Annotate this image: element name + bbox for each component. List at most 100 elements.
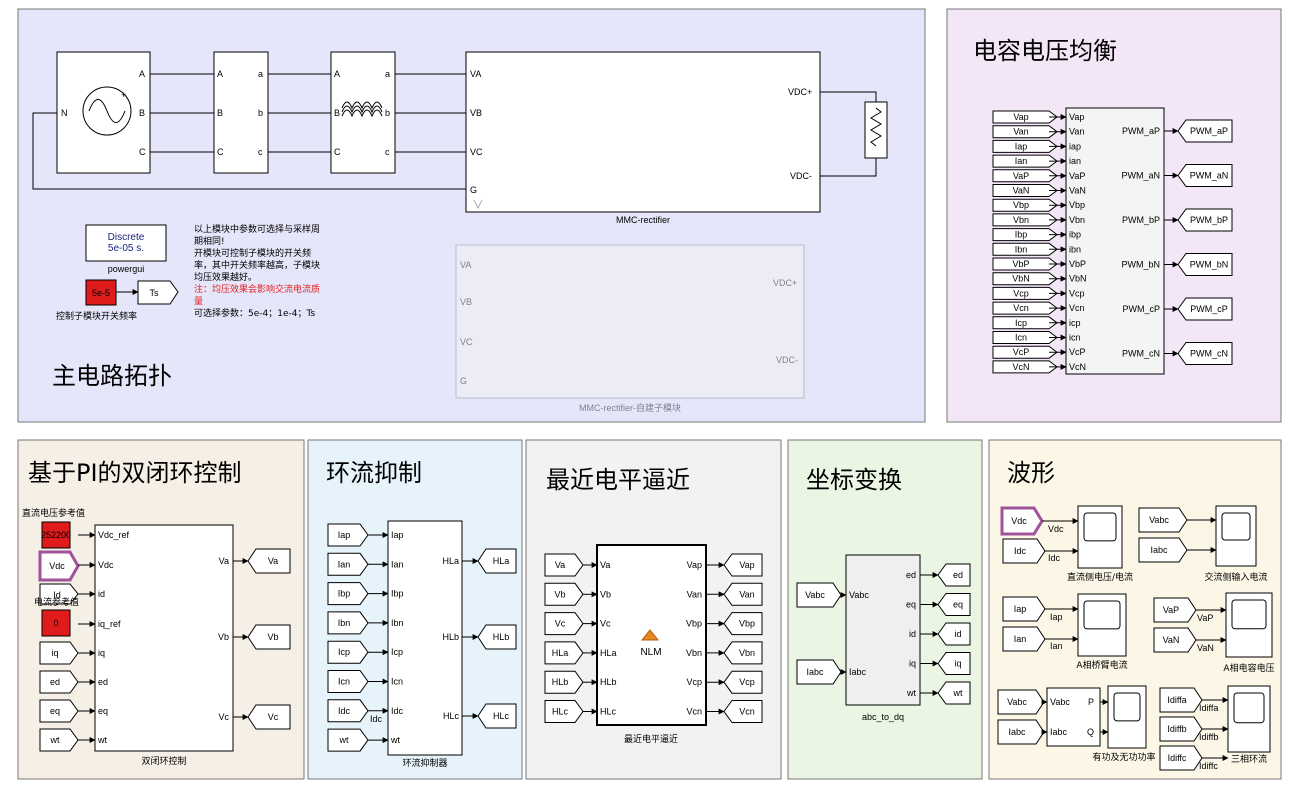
from-tag-vap[interactable] [992,110,1058,124]
from-tag-iq[interactable] [39,641,79,665]
from-tag-vap-wave[interactable] [1153,597,1197,623]
from-tag-wt[interactable] [327,728,369,752]
from-tag-ibn[interactable] [327,611,369,635]
goto-tag-van[interactable] [723,582,763,606]
dc-load-resistor[interactable] [864,101,888,159]
goto-tag-pwm_bp[interactable] [1177,208,1233,232]
switch-freq-constant[interactable]: 5e-5 Ts 控制子模块开关频率 [56,279,179,322]
from-tag-iabc[interactable] [796,659,842,685]
from-tag-icn[interactable] [992,331,1058,344]
from-tag-idiffc[interactable] [1159,745,1203,771]
goto-tag-vbp[interactable] [723,612,763,636]
from-tag-vcp[interactable] [992,286,1058,300]
from-tag-idc[interactable] [327,699,369,723]
from-tag-iabc-pq[interactable] [997,719,1045,745]
coord-block[interactable] [845,554,921,706]
goto-tag-eq[interactable] [937,593,971,616]
goto-tag-vb[interactable] [247,624,291,650]
from-tag-ian[interactable] [327,552,369,576]
ac-source-block[interactable]: + N A B C [56,51,151,174]
goto-tag-vbn[interactable] [723,641,763,665]
from-tag-ibp[interactable] [992,228,1058,242]
from-tag-icp[interactable] [327,640,369,664]
goto-tag-id[interactable] [937,622,971,646]
rl-branch-block[interactable]: A B C a b c [330,51,396,174]
from-tag-ibn[interactable] [992,242,1058,256]
mmc-rectifier-block[interactable]: VA VB VC G VDC+ VDC- MMC-rectifier [465,51,821,225]
from-tag-iap-wave[interactable] [1002,596,1046,622]
from-tag-vcn[interactable] [992,360,1058,374]
from-tag-ian[interactable] [992,154,1058,168]
mmc-rectifier-custom-block[interactable]: VA VB VC G VDC+ VDC- MMC-rectifier-自建子模块 [455,244,805,413]
goto-tag-hla[interactable] [477,548,517,574]
from-tag-vc[interactable] [544,612,584,636]
from-tag-vdc[interactable] [38,550,80,582]
goto-tag-pwm_cp[interactable] [1177,297,1233,321]
from-tag-iap[interactable] [327,523,369,547]
from-tag-vcp-label: VcP [1013,347,1030,357]
from-tag-id[interactable] [39,583,79,605]
from-tag-vbp[interactable] [992,198,1058,212]
goto-tag-pwm_cn[interactable] [1177,342,1233,365]
from-tag-eq[interactable] [39,699,79,723]
from-tag-wt[interactable] [39,728,79,752]
goto-tag-iq[interactable] [937,652,971,675]
pi-double-loop-subsystem[interactable]: 直流电压参考值252200VdcId电流参考值0Vdc_refVdcidiq_r… [22,507,291,766]
from-tag-vcp[interactable] [992,345,1058,359]
from-tag-hla[interactable] [544,641,584,665]
from-tag-icp[interactable] [992,316,1058,330]
from-tag-vabc[interactable] [796,582,842,608]
from-tag-vbn[interactable] [992,213,1058,227]
from-tag-icn[interactable] [327,670,369,693]
pi-block[interactable] [94,524,234,752]
three-phase-measurement-block[interactable]: A B C a b c [213,51,269,174]
powergui-block[interactable]: Discrete 5e-05 s. powergui [85,224,167,274]
from-tag-idiffb[interactable] [1159,716,1203,742]
circ-idc-label: Idc [370,714,383,724]
goto-tag-va[interactable] [247,548,291,574]
from-tag-vbn[interactable] [992,272,1058,286]
from-tag-ed[interactable] [39,670,79,694]
goto-tag-vap[interactable] [723,553,763,577]
from-tag-iap[interactable] [992,139,1058,153]
goto-tag-hlc[interactable] [477,703,517,729]
waveform-scopes[interactable]: VdcIdcVdcIdc直流侧电压/电流VabcIabc交流侧输入电流IapIa… [997,505,1275,771]
goto-tag-pwm_an[interactable] [1177,164,1233,187]
goto-tag-vc[interactable] [247,704,291,730]
from-tag-vdc-wave[interactable] [1000,506,1044,536]
from-tag-idiffa[interactable] [1159,687,1203,713]
pi-in-port: wt [97,735,107,745]
goto-tag-vcn[interactable] [723,700,763,723]
from-tag-idc-wave[interactable] [1002,538,1046,564]
const-iq-ref[interactable] [41,609,71,637]
from-tag-ibp[interactable] [327,582,369,606]
from-tag-vabc-wave[interactable] [1138,507,1188,533]
circ-block[interactable] [387,520,463,756]
const-vdc-ref[interactable] [41,521,71,549]
from-tag-van-wave[interactable] [1153,627,1197,653]
balance-block[interactable] [1065,107,1165,375]
from-tag-va[interactable] [544,553,584,577]
from-tag-van[interactable] [992,125,1058,139]
from-tag-vbp[interactable] [992,257,1058,271]
from-tag-van[interactable] [992,184,1058,197]
goto-tag-hlb[interactable] [477,624,517,650]
from-tag-hlc[interactable] [544,700,584,723]
from-tag-vabc-pq[interactable] [997,689,1045,715]
from-tag-hlb[interactable] [544,670,584,694]
from-tag-iabc-wave[interactable] [1138,537,1188,563]
goto-tag-wt[interactable] [937,681,971,705]
from-tag-vap[interactable] [992,169,1058,183]
goto-tag-vcp[interactable] [723,670,763,694]
goto-tag-pwm_bn[interactable] [1177,253,1233,276]
from-tag-ian-wave[interactable] [1002,626,1046,652]
goto-tag-pwm_ap[interactable] [1177,119,1233,143]
pq-block[interactable] [1046,687,1101,747]
from-tag-vb[interactable] [544,582,584,606]
from-tag-vcn[interactable] [992,301,1058,315]
goto-tag-ed[interactable] [937,563,971,587]
